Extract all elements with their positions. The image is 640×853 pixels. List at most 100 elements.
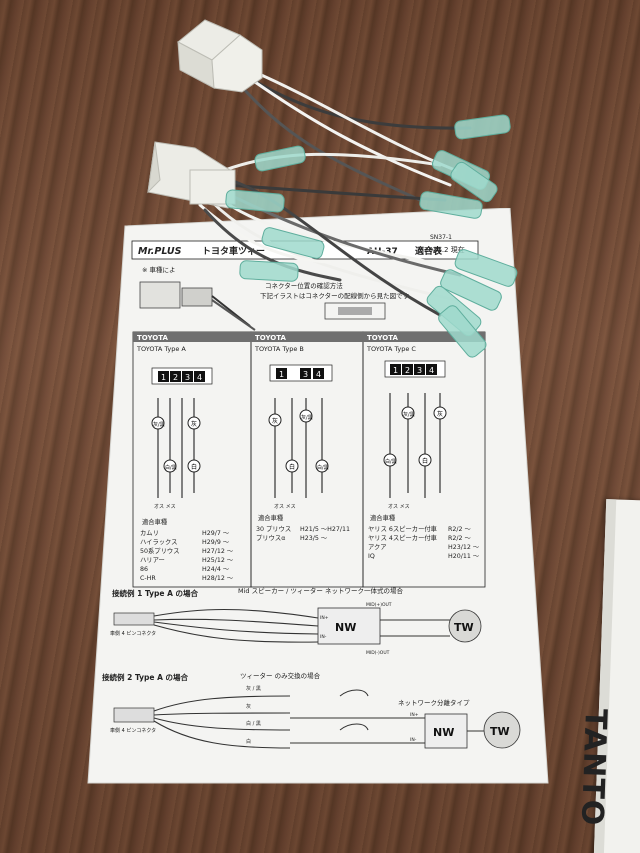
brand-b: TOYOTA	[255, 334, 286, 342]
note-3: 下記イラストはコネクターの配線側から見た図です	[260, 291, 410, 300]
wire-color-tags: 灰/黒 灰 白/黒 白 灰 灰/黒 白 白/黒 灰/黒 灰 白/黒 白	[151, 406, 447, 473]
model-c-1-date: R2/2 〜	[448, 535, 472, 542]
doc-date: 2021.2 現在	[424, 245, 465, 254]
example1-tw-circle	[448, 609, 482, 643]
instruction-sheet: Mr.PLUS トヨタ車ツィー AH-37 適合表 SN37-1 2021.2 …	[87, 208, 549, 784]
tag-a-1: 灰/黒	[153, 421, 165, 428]
model-b-0: 30 プリウス	[256, 525, 291, 533]
pin-a-4: 4	[197, 373, 202, 382]
pin-c-2: 2	[405, 366, 410, 375]
example2-port-2: IN-	[410, 737, 417, 743]
example2-port-1: IN+	[410, 712, 419, 718]
model-a-4-date: H24/4 〜	[202, 566, 230, 573]
model-a-2: 50系プリウス	[140, 546, 180, 555]
connection-example-2: 接続例 2 Type A の場合 ツィーター のみ交換の場合 車側 4 ピンコネ…	[102, 671, 521, 749]
tag-b-3: 白	[289, 463, 295, 471]
model-a-3-date: H25/12 〜	[202, 557, 234, 564]
example2-network-label: ネットワーク分離タイプ	[398, 698, 470, 707]
pin-b-4: 4	[316, 370, 321, 379]
example2-nw-box	[424, 713, 468, 749]
pin-a-2: 2	[173, 373, 178, 382]
pin-a-1: 1	[161, 373, 166, 382]
example1-port-3: IN-	[320, 634, 327, 640]
example2-wire-2: 灰	[246, 703, 251, 710]
model-a-2-date: H27/12 〜	[202, 548, 234, 555]
example1-port-1: MID(+)OUT	[366, 602, 392, 608]
example2-nw: NW	[433, 726, 454, 739]
example2-title: 接続例 2 Type A の場合	[102, 672, 189, 682]
type-a-label: TOYOTA Type A	[136, 345, 186, 353]
example2-wire-1: 灰 / 黒	[246, 685, 261, 692]
pin-b-3: 3	[303, 370, 308, 379]
example2-wire-4: 白	[246, 738, 251, 745]
model-a-4: 86	[140, 566, 148, 573]
wire-sketches	[157, 393, 441, 498]
model-b-1: プリウスα	[256, 534, 285, 542]
tag-c-2: 灰	[437, 410, 443, 418]
logo: Mr.PLUS	[138, 246, 182, 257]
model-tables: 適合車種 カムリ H29/7 〜 ハイラックス H29/9 〜 50系プリウス H27…	[140, 513, 480, 582]
type-c-label: TOYOTA Type C	[366, 345, 416, 353]
example1-subtitle: Mid スピーカー / ツィーター ネットワーク一体式の場合	[238, 586, 403, 595]
model-c-3-date: H20/11 〜	[448, 553, 480, 560]
tag-c-4: 白	[422, 457, 428, 465]
model-a-0: カムリ	[140, 529, 159, 537]
model-a-1: ハイラックス	[140, 538, 177, 546]
sub-c: オス メス	[388, 504, 410, 510]
model-c-0: ヤリス 6スピーカー付車	[368, 524, 437, 533]
brand-c: TOYOTA	[367, 334, 398, 342]
models-b-heading: 適合車種	[258, 513, 284, 522]
type-panels: TOYOTA TOYOTA TOYOTA TOYOTA Type A TOYOT…	[132, 331, 486, 588]
model-b-1-date: H23/5 〜	[300, 535, 328, 542]
doc-title-model: AH-37	[367, 247, 398, 257]
sub-a: オス メス	[154, 504, 176, 510]
example1-nw-box	[317, 607, 381, 645]
model-c-2-date: H23/12 〜	[448, 544, 480, 551]
model-c-1: ヤリス 4スピーカー付車	[368, 533, 437, 542]
tag-c-3: 白/黒	[385, 458, 397, 465]
example1-tw: TW	[454, 621, 474, 634]
example1-nw: NW	[335, 621, 356, 634]
brand-a: TOYOTA	[137, 334, 168, 342]
models-c-heading: 適合車種	[370, 513, 396, 522]
pin-blocks: 1 2 3 4 1 3 4 1 2 3 4	[151, 360, 446, 385]
tag-a-4: 白	[191, 463, 197, 471]
tag-b-2: 灰/黒	[301, 414, 313, 421]
connection-example-1: 接続例 1 Type A の場合 Mid スピーカー / ツィーター ネットワー…	[110, 586, 482, 656]
pin-c-3: 3	[417, 366, 422, 375]
example1-title: 接続例 1 Type A の場合	[112, 588, 199, 598]
model-a-1-date: H29/9 〜	[202, 539, 230, 546]
tag-b-4: 白/黒	[317, 464, 329, 471]
sub-b: オス メス	[274, 504, 296, 510]
tag-c-1: 灰/黒	[403, 411, 415, 418]
model-c-0-date: R2/2 〜	[448, 526, 472, 533]
example2-subtitle: ツィーター のみ交換の場合	[240, 671, 321, 680]
tag-a-3: 白/黒	[165, 464, 177, 471]
example2-tw-circle	[483, 711, 521, 749]
tag-a-2: 灰	[191, 420, 197, 428]
note-1: ※ 車種によ	[142, 265, 176, 274]
tag-b-1: 灰	[272, 417, 278, 425]
model-c-3: IQ	[368, 553, 375, 560]
example1-port-2: IN+	[320, 615, 329, 621]
model-a-5-date: H28/12 〜	[202, 575, 234, 582]
model-a-0-date: H29/7 〜	[202, 530, 230, 537]
pin-c-1: 1	[393, 366, 398, 375]
model-a-5: C-HR	[140, 575, 156, 582]
note-2: コネクター位置の確認方法	[265, 281, 343, 290]
example2-tw: TW	[490, 725, 510, 738]
doc-title-start: トヨタ車ツィー	[202, 245, 265, 257]
pin-a-3: 3	[185, 373, 190, 382]
doc-code: SN37-1	[430, 234, 452, 241]
model-c-2: アクア	[368, 543, 387, 551]
models-a-heading: 適合車種	[142, 517, 168, 526]
pin-c-4: 4	[429, 366, 434, 375]
example1-connector: 車側 4 ピンコネクタ	[110, 630, 156, 637]
example2-wire-3: 白 / 黒	[246, 720, 261, 727]
model-a-3: ハリアー	[140, 556, 165, 564]
booklet-spine-text: TANTO	[573, 708, 613, 827]
example1-port-4: MID(-)OUT	[366, 650, 390, 656]
type-b-label: TOYOTA Type B	[254, 345, 304, 353]
example2-connector: 車側 4 ピンコネクタ	[110, 727, 156, 734]
